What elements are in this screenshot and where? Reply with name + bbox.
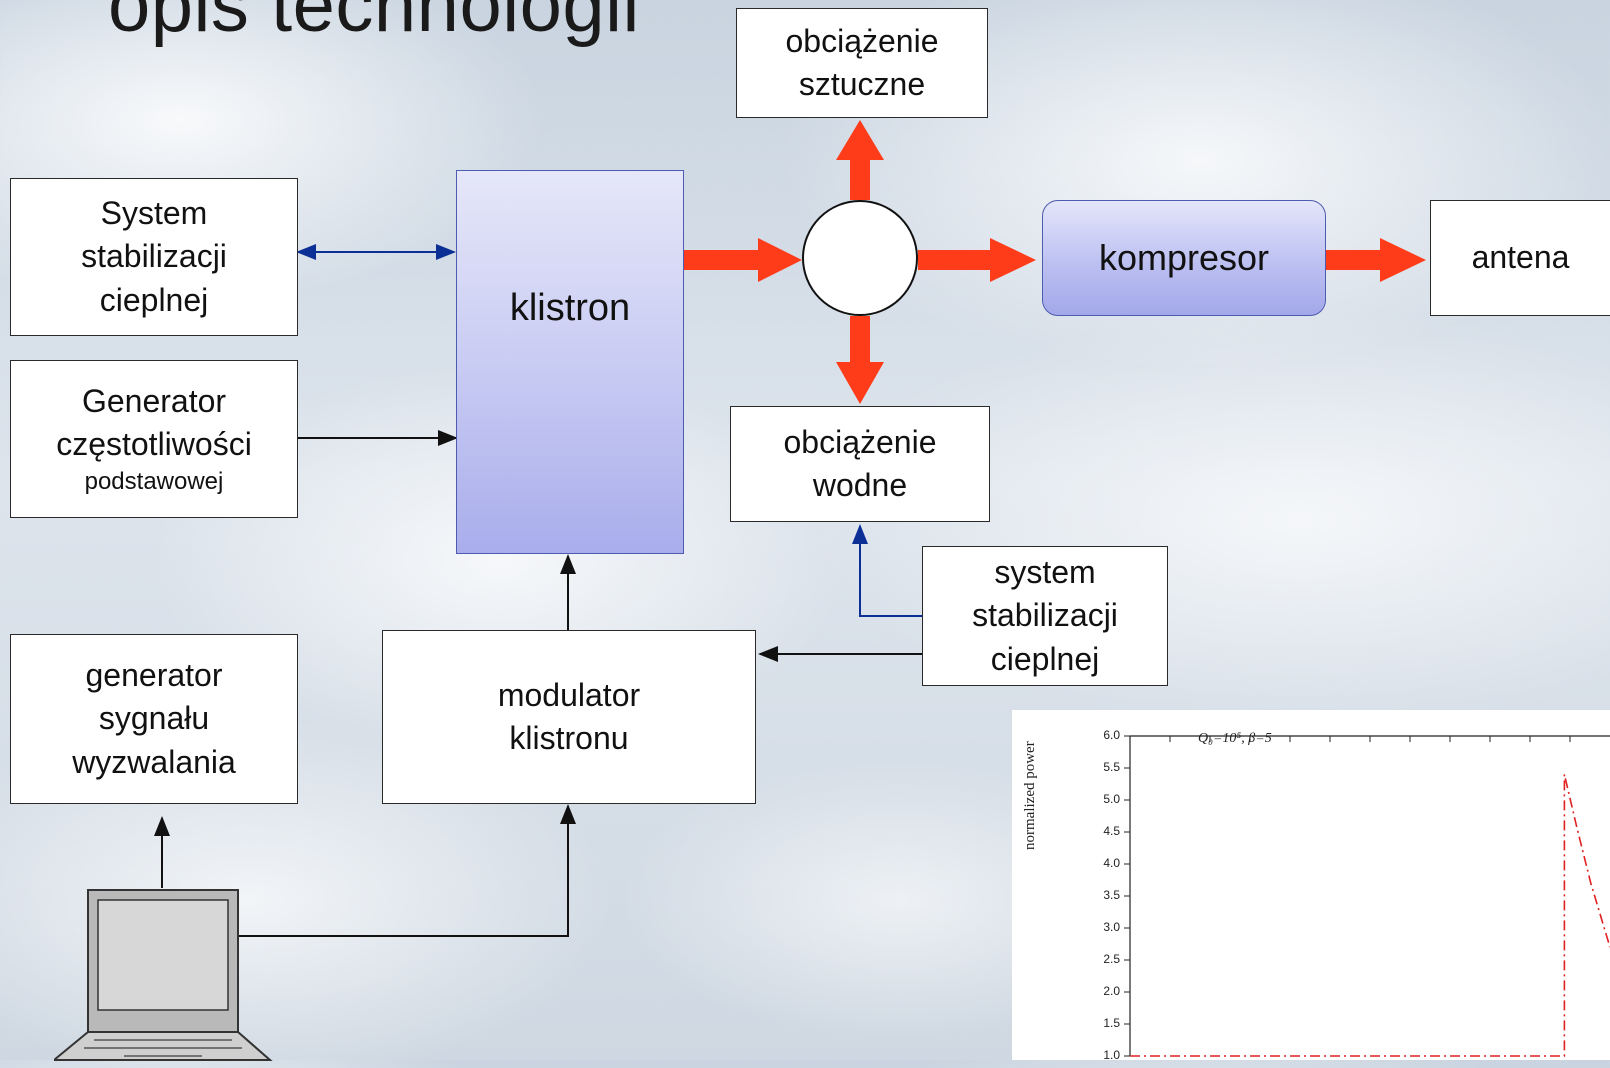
link-thermal-waterload (852, 524, 922, 617)
block-line: częstotliwości (56, 425, 252, 462)
block-line: obciążenie (785, 22, 939, 59)
trigger-generator-block: generator sygnału wyzwalania (10, 634, 298, 804)
block-line: stabilizacji (972, 597, 1118, 634)
klystron-modulator-block: modulator klistronu (382, 630, 756, 804)
block-line: System (100, 195, 208, 232)
water-load-block: obciążenie wodne (730, 406, 990, 522)
block-line: modulator (497, 676, 641, 713)
plot-y-tick-label: 3.5 (1103, 888, 1120, 902)
plot-series-line (1130, 774, 1610, 1057)
block-line: sztuczne (798, 66, 926, 102)
klystron-label: klistron (509, 287, 631, 329)
block-line: obciążenie (783, 423, 937, 460)
frequency-generator-block: Generator częstotliwości podstawowej (10, 360, 298, 518)
page-title: opis technologii (108, 0, 640, 48)
laptop-icon (54, 889, 273, 1061)
plot-y-tick-label: 2.0 (1103, 984, 1120, 998)
plot-y-tick-label: 3.0 (1103, 920, 1120, 934)
plot-y-tick-label: 4.0 (1103, 856, 1120, 870)
power-flow-arrows (684, 120, 1426, 404)
plot-canvas (1124, 735, 1610, 1057)
plot-annotation: Q₀=10⁵, β=5 (1198, 731, 1272, 746)
arrow-circulator-to-artificial-load (836, 120, 884, 200)
plot-y-tick-label: 6.0 (1103, 728, 1120, 742)
plot-y-tick-label: 1.5 (1103, 1016, 1120, 1030)
block-line: sygnału (98, 700, 210, 737)
block-line: stabilizacji (81, 238, 227, 275)
arrow-klistron-to-circulator (684, 238, 802, 282)
link-laptop-modulator (228, 804, 576, 937)
antenna-label: antena (1471, 239, 1570, 276)
plot-y-tick-label: 1.0 (1103, 1048, 1120, 1062)
block-line: wodne (812, 467, 908, 503)
block-line: cieplnej (99, 281, 209, 318)
artificial-load-block: obciążenie sztuczne (736, 8, 988, 118)
block-line: generator (85, 657, 223, 694)
block-line: system (994, 554, 1096, 591)
plot-y-tick-label: 4.5 (1103, 824, 1120, 838)
block-line: Generator (81, 382, 227, 419)
thermal-stabilization-right-block: system stabilizacji cieplnej (922, 546, 1168, 686)
thermal-stabilization-left-block: System stabilizacji cieplnej (10, 178, 298, 336)
plot-y-tick-label: 2.5 (1103, 952, 1120, 966)
block-line: klistronu (509, 720, 629, 756)
block-line: wyzwalania (72, 743, 236, 780)
arrow-circulator-to-water-load (836, 316, 884, 404)
block-line: cieplnej (990, 640, 1100, 677)
arrow-circulator-to-compressor (918, 238, 1036, 282)
compressor-label: kompresor (1098, 236, 1270, 278)
circulator-node (802, 200, 918, 316)
plot-y-tick-label: 5.0 (1103, 792, 1120, 806)
plot-y-tick-label: 5.5 (1103, 760, 1120, 774)
antenna-block: antena (1430, 200, 1610, 316)
compressor-block: kompresor (1042, 200, 1326, 316)
arrow-compressor-to-antenna (1326, 238, 1426, 282)
klystron-block: klistron (456, 170, 684, 554)
block-line: podstawowej (84, 467, 224, 495)
